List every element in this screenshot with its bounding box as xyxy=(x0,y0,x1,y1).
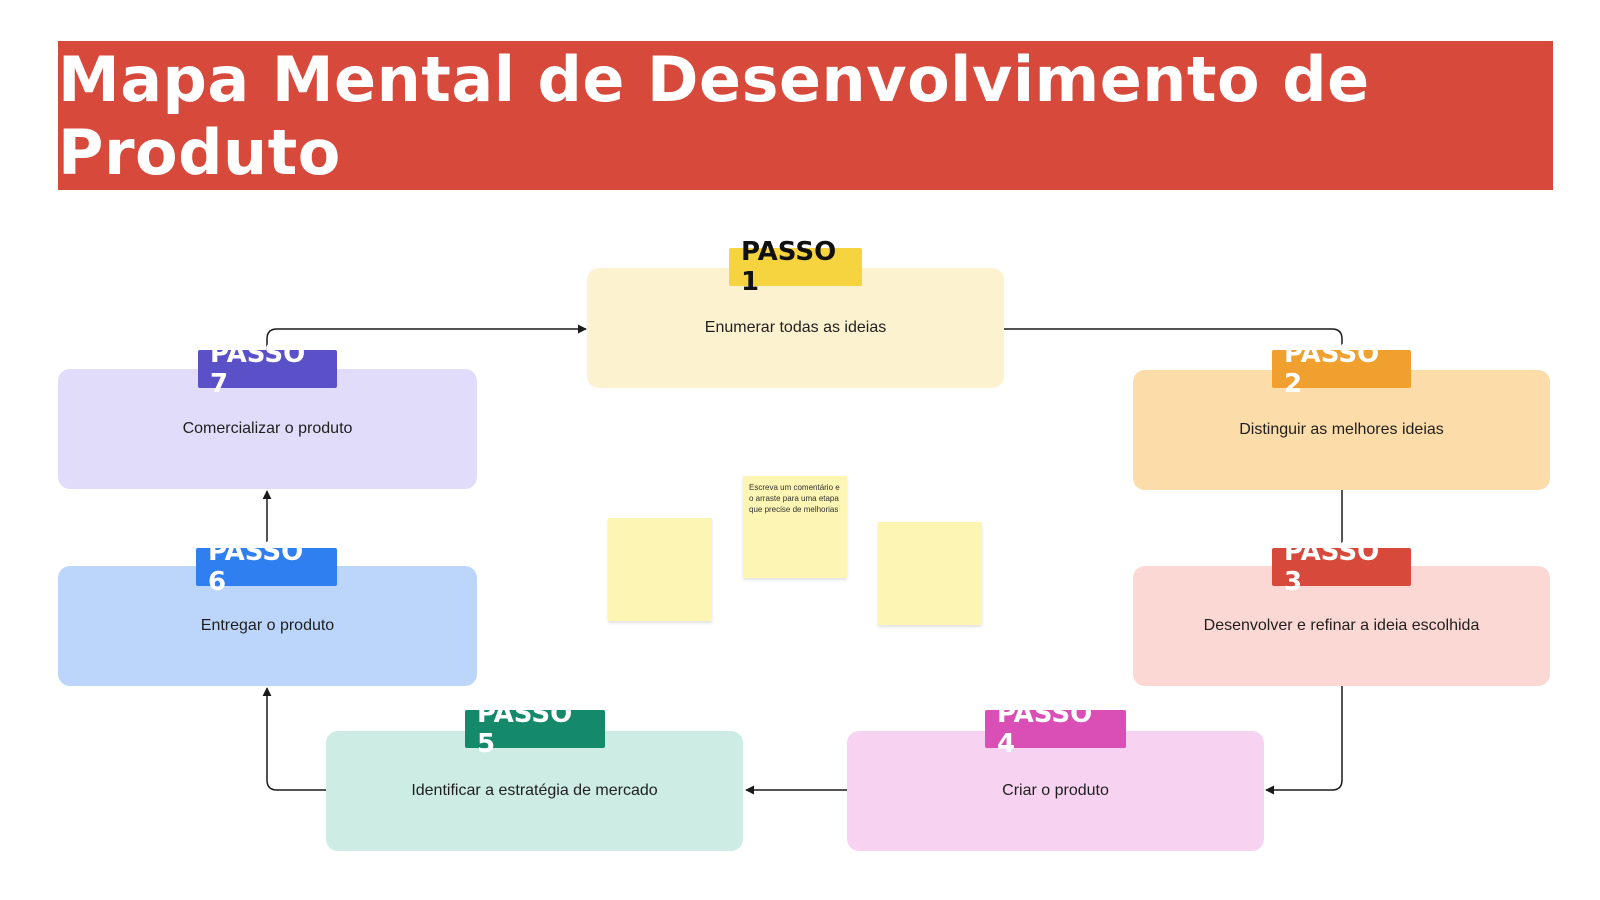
connector-1-2 xyxy=(1004,328,1343,352)
step-3-text: Desenvolver e refinar a ideia escolhida xyxy=(1203,617,1480,634)
step-5-card[interactable]: Identificar a estratégia de mercado xyxy=(326,731,743,851)
page-title: Mapa Mental de Desenvolvimento de Produt… xyxy=(58,42,1370,189)
sticky-note-right[interactable] xyxy=(878,522,982,625)
step-4-tag: PASSO 4 xyxy=(985,699,1126,759)
step-7-card[interactable]: Comercializar o produto xyxy=(58,369,477,489)
connector-7-1 xyxy=(266,324,587,352)
step-2-text: Distinguir as melhores ideias xyxy=(1239,421,1444,438)
step-2-tag: PASSO 2 xyxy=(1272,339,1411,399)
step-4-card[interactable]: Criar o produto xyxy=(847,731,1264,851)
title-banner: Mapa Mental de Desenvolvimento de Produt… xyxy=(58,41,1553,190)
step-7-tag: PASSO 7 xyxy=(198,339,337,399)
step-1-card[interactable]: Enumerar todas as ideias xyxy=(587,268,1004,388)
connector-5-6 xyxy=(262,687,326,791)
step-3-card[interactable]: Desenvolver e refinar a ideia escolhida xyxy=(1133,566,1550,686)
connector-3-4 xyxy=(1265,686,1343,795)
step-1-text: Enumerar todas as ideias xyxy=(704,319,887,336)
step-2-card[interactable]: Distinguir as melhores ideias xyxy=(1133,370,1550,490)
step-6-text: Entregar o produto xyxy=(200,617,335,634)
step-1-tag: PASSO 1 xyxy=(729,237,862,297)
step-6-card[interactable]: Entregar o produto xyxy=(58,566,477,686)
step-5-text: Identificar a estratégia de mercado xyxy=(411,782,658,799)
step-7-text: Comercializar o produto xyxy=(182,420,353,437)
step-3-tag: PASSO 3 xyxy=(1272,537,1411,597)
step-6-tag: PASSO 6 xyxy=(196,537,337,597)
step-4-text: Criar o produto xyxy=(1002,782,1109,799)
sticky-note-center[interactable]: Escreva um comentário e o arraste para u… xyxy=(743,476,847,578)
sticky-note-text: Escreva um comentário e o arraste para u… xyxy=(749,483,840,514)
sticky-note-left[interactable] xyxy=(608,518,712,621)
step-5-tag: PASSO 5 xyxy=(465,699,605,759)
